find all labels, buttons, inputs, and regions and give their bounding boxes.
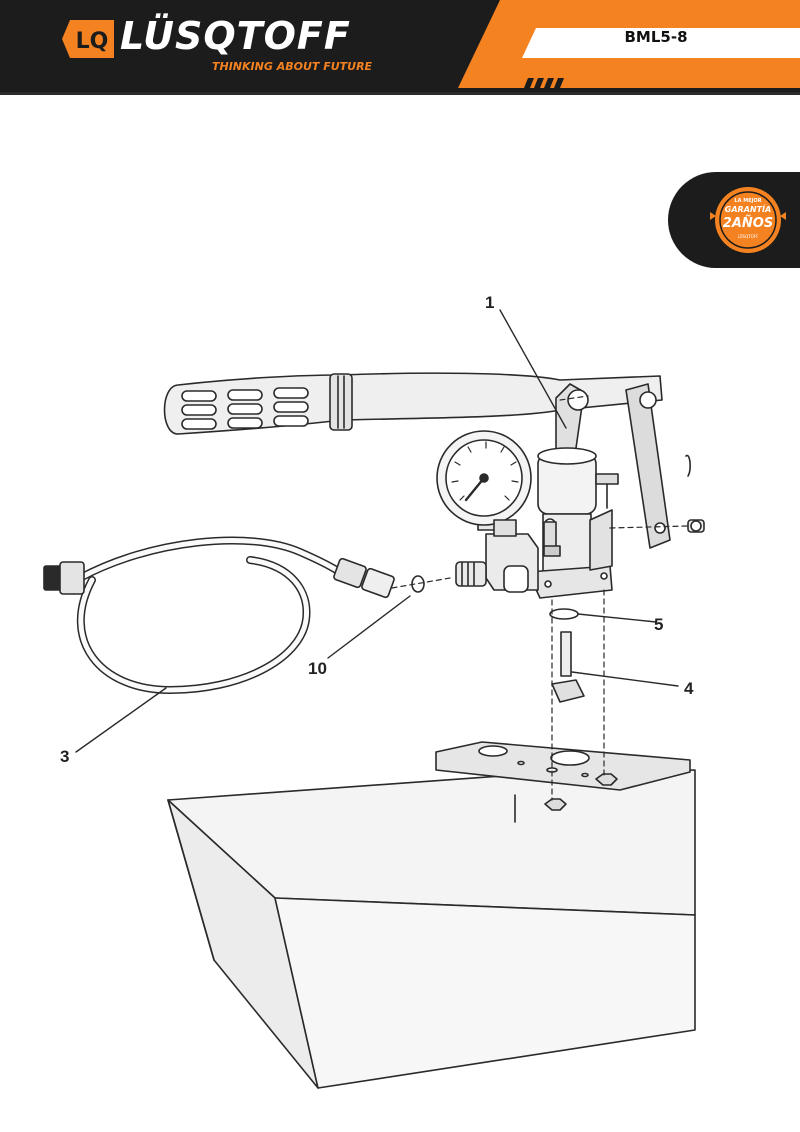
brand-tagline: THINKING ABOUT FUTURE	[212, 60, 373, 73]
callout-3: 3	[60, 747, 69, 766]
model-number: BML5-8	[624, 28, 688, 46]
callout-5: 5	[654, 615, 663, 634]
valve-pin	[549, 608, 585, 703]
pressure-gauge	[436, 430, 532, 531]
header-hatch-marks	[524, 78, 564, 88]
warranty-badge-shape	[668, 172, 800, 268]
leader-lines	[75, 309, 679, 753]
badge-line1: LA MEJOR	[734, 198, 762, 204]
badge-line2: GARANTÍA	[724, 205, 772, 214]
pump-cylinder	[527, 383, 613, 599]
brand-name: LÜSQTOFF	[120, 14, 351, 58]
handle-grip-slots	[181, 387, 309, 430]
assembly-guides	[391, 395, 689, 801]
mounting-bolts	[595, 454, 705, 533]
hose-assembly	[43, 536, 425, 694]
warranty-badge: LA MEJOR GARANTÍA 2AÑOS LÜSQTOFF	[668, 172, 800, 268]
callout-4: 4	[684, 679, 694, 698]
brand-mark-text: LQ	[76, 29, 109, 54]
model-panel	[522, 28, 800, 58]
gauge-ticks	[451, 441, 519, 501]
header-graphics	[458, 0, 800, 88]
pump-handle	[163, 372, 671, 549]
badge-line4: LÜSQTOFF	[737, 234, 759, 239]
valve-block	[455, 519, 561, 593]
callout-10: 10	[308, 659, 327, 678]
callout-1: 1	[485, 293, 494, 312]
water-tank	[167, 741, 696, 1089]
badge-line3: 2AÑOS	[722, 216, 774, 231]
brand-mark-icon: LQ	[62, 20, 114, 58]
header-banner: LQ LÜSQTOFF THINKING ABOUT FUTURE BML5-8	[0, 0, 800, 95]
